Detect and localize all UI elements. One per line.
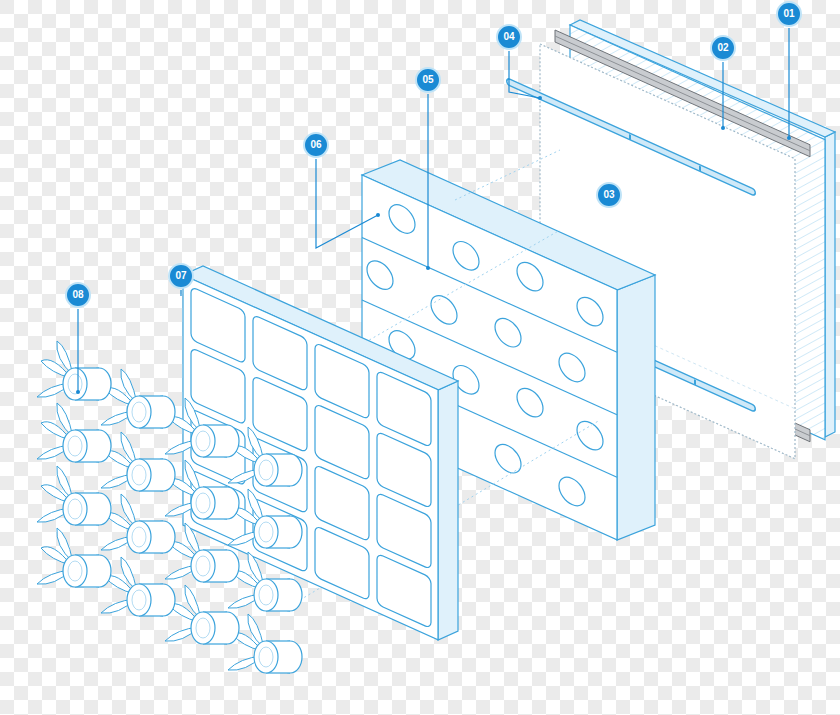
callout-number: 02 bbox=[710, 35, 736, 61]
callout-number: 05 bbox=[415, 67, 441, 93]
callout-number: 03 bbox=[596, 182, 622, 208]
callout-number: 07 bbox=[168, 263, 194, 289]
callout-number: 04 bbox=[496, 24, 522, 50]
callout-number: 08 bbox=[65, 282, 91, 308]
callout-number: 06 bbox=[303, 132, 329, 158]
callout-number: 01 bbox=[776, 1, 802, 27]
